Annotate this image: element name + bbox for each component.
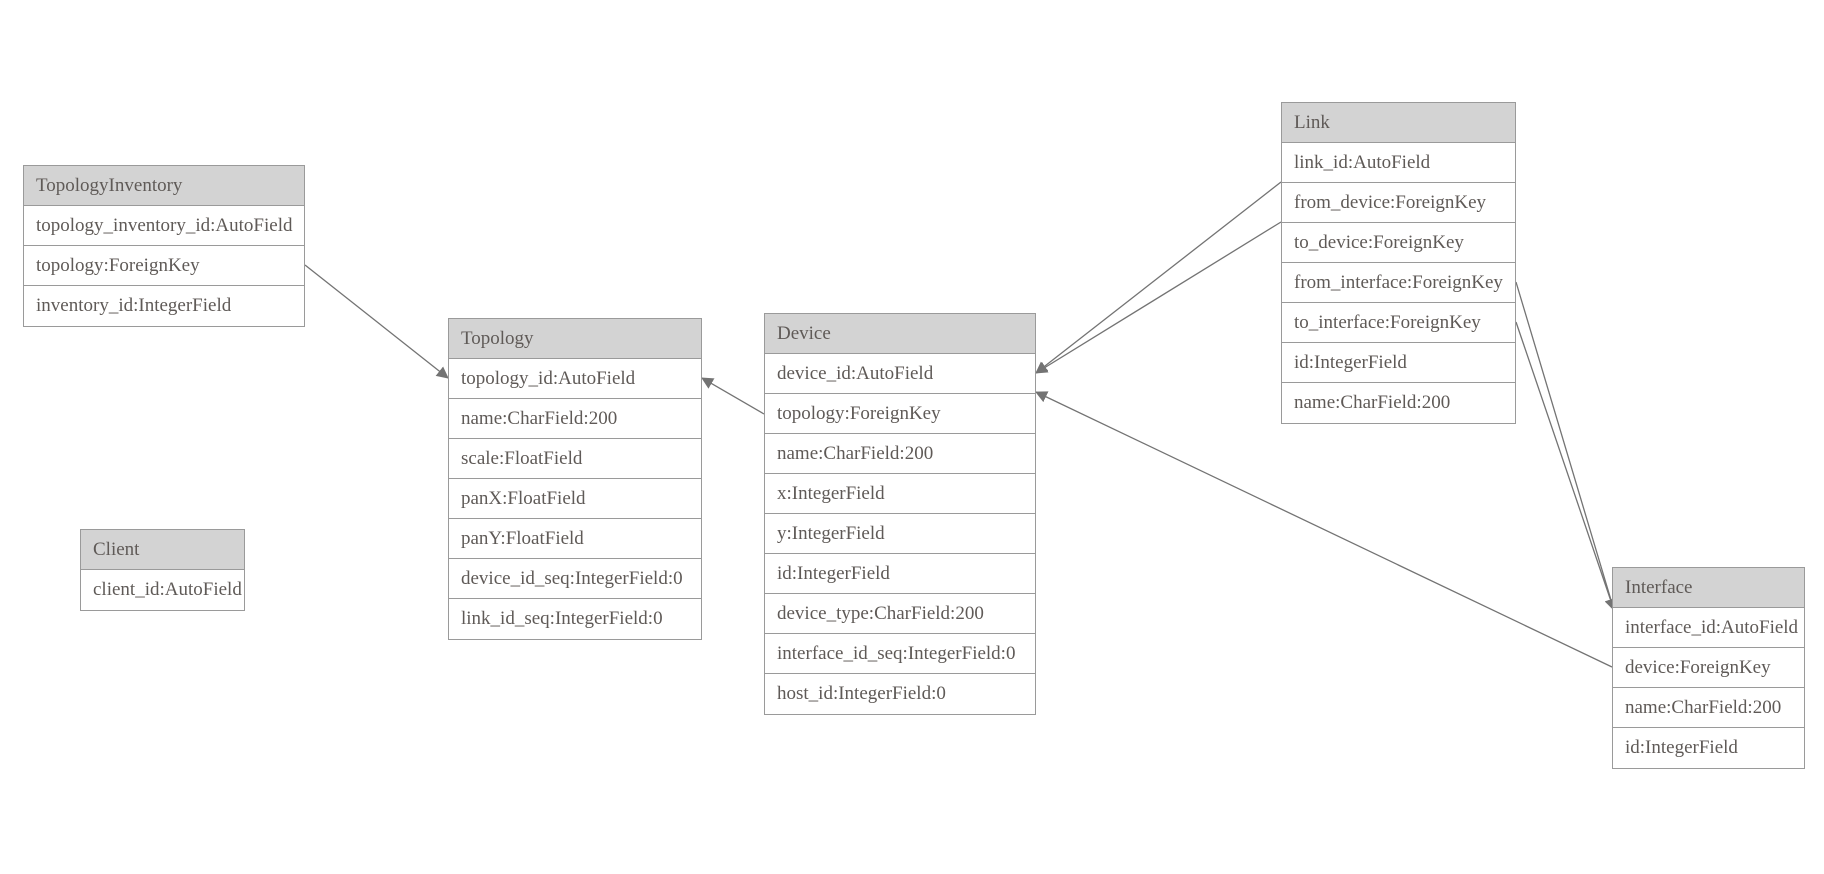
entity-field-row: topology_inventory_id:AutoField [24, 206, 304, 246]
entity-field-row: to_device:ForeignKey [1282, 223, 1515, 263]
entity-field-row: y:IntegerField [765, 514, 1035, 554]
rel-device-topology[interactable] [701, 377, 765, 415]
entity-field-row: to_interface:ForeignKey [1282, 303, 1515, 343]
rel-link-tointerface-interface[interactable] [1515, 321, 1617, 611]
entity-field-row: topology:ForeignKey [24, 246, 304, 286]
entity-field-row: link_id:AutoField [1282, 143, 1515, 183]
rel-link-todevice-device[interactable] [1035, 221, 1282, 374]
entity-field-row: from_interface:ForeignKey [1282, 263, 1515, 303]
entity-field-row: device:ForeignKey [1613, 648, 1804, 688]
entity-field-row: id:IntegerField [765, 554, 1035, 594]
entity-field-row: panY:FloatField [449, 519, 701, 559]
entity-title-interface: Interface [1613, 568, 1804, 608]
entity-field-row: id:IntegerField [1613, 728, 1804, 768]
entity-field-row: scale:FloatField [449, 439, 701, 479]
entity-title-device: Device [765, 314, 1035, 354]
entity-field-row: x:IntegerField [765, 474, 1035, 514]
rel-topologyinventory-topology[interactable] [304, 264, 449, 379]
entity-field-row: interface_id:AutoField [1613, 608, 1804, 648]
entity-field-row: host_id:IntegerField:0 [765, 674, 1035, 714]
entity-title-topology: Topology [449, 319, 701, 359]
entity-field-row: link_id_seq:IntegerField:0 [449, 599, 701, 639]
entity-title-topology_inventory: TopologyInventory [24, 166, 304, 206]
entity-field-row: device_id_seq:IntegerField:0 [449, 559, 701, 599]
entity-field-row: name:CharField:200 [765, 434, 1035, 474]
entity-field-row: id:IntegerField [1282, 343, 1515, 383]
entity-title-client: Client [81, 530, 244, 570]
entity-field-row: device_type:CharField:200 [765, 594, 1035, 634]
entity-field-row: topology:ForeignKey [765, 394, 1035, 434]
entity-field-row: device_id:AutoField [765, 354, 1035, 394]
entity-field-row: from_device:ForeignKey [1282, 183, 1515, 223]
entity-field-row: interface_id_seq:IntegerField:0 [765, 634, 1035, 674]
entity-field-row: name:CharField:200 [1282, 383, 1515, 423]
rel-link-frominterface-interface[interactable] [1515, 281, 1617, 611]
entity-field-row: panX:FloatField [449, 479, 701, 519]
entity-title-link: Link [1282, 103, 1515, 143]
entity-field-row: name:CharField:200 [1613, 688, 1804, 728]
entity-field-row: client_id:AutoField [81, 570, 244, 610]
rel-interface-device[interactable] [1035, 391, 1613, 668]
rel-link-fromdevice-device[interactable] [1035, 181, 1282, 374]
entity-field-row: topology_id:AutoField [449, 359, 701, 399]
entity-field-row: inventory_id:IntegerField [24, 286, 304, 326]
entity-field-row: name:CharField:200 [449, 399, 701, 439]
